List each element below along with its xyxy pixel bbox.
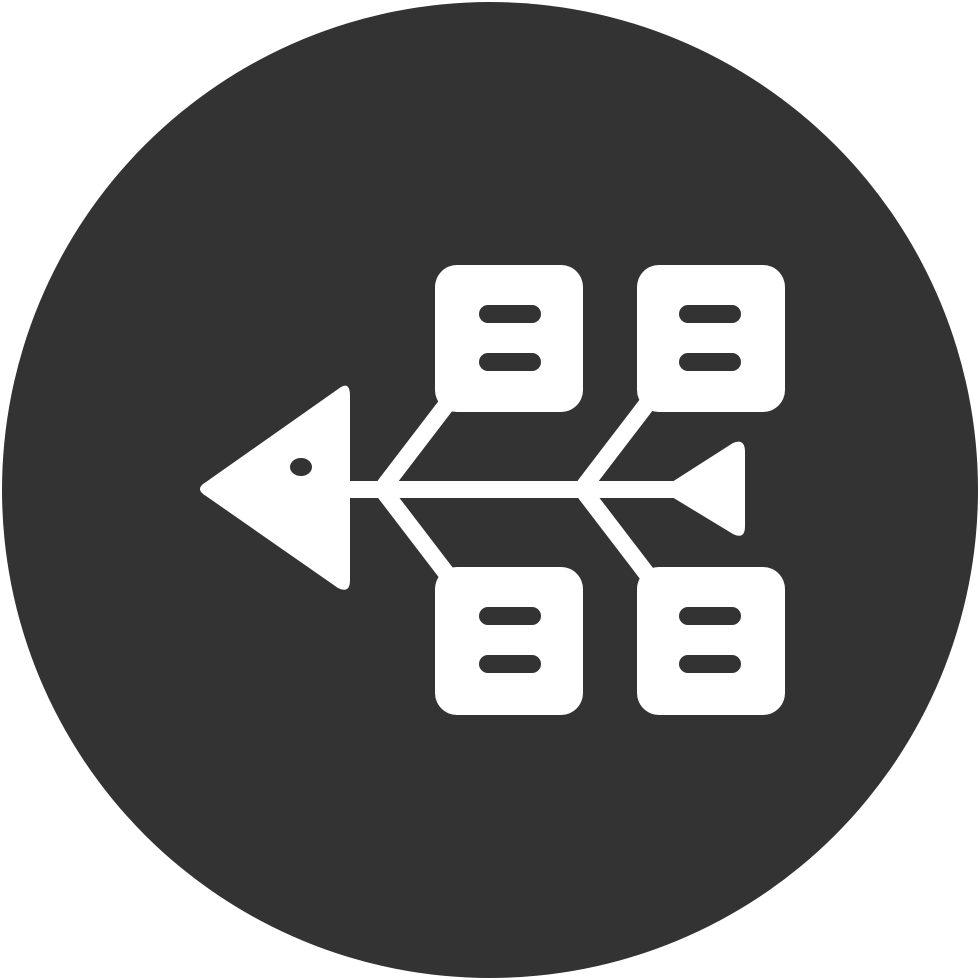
cause-box-top-left — [435, 265, 583, 412]
cause-box-bottom-left — [435, 567, 583, 715]
cause-box-bottom-right — [637, 567, 785, 715]
bone-upper-right — [576, 391, 659, 494]
bone-upper-left — [376, 391, 459, 494]
bone-lower-right — [576, 484, 659, 587]
fish-eye-icon — [290, 458, 312, 476]
fish-bones — [376, 391, 659, 587]
fish-head-icon — [200, 385, 350, 590]
fish-tail-icon — [666, 441, 745, 536]
bone-lower-left — [376, 484, 459, 587]
cause-box-top-right — [637, 265, 785, 412]
